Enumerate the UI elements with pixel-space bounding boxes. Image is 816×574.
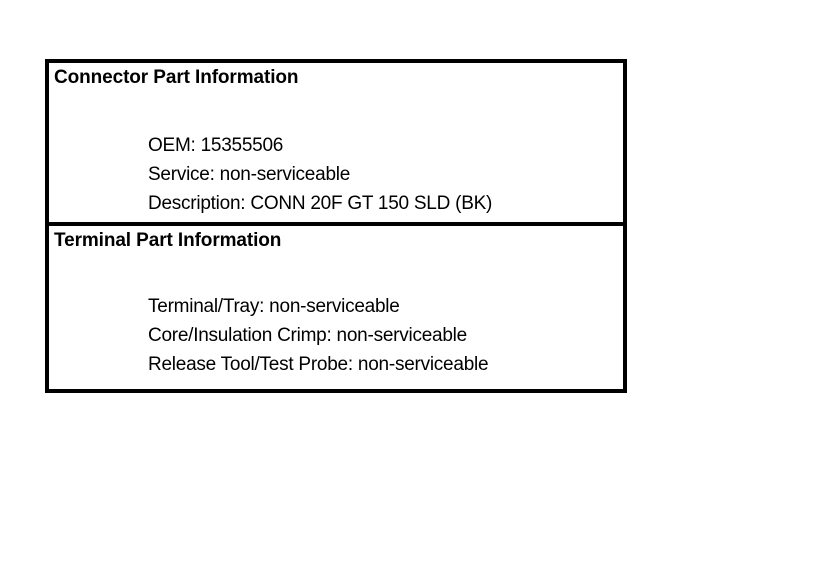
connector-field-oem: OEM: 15355506 bbox=[148, 135, 284, 156]
connector-field-description: Description: CONN 20F GT 150 SLD (BK) bbox=[148, 193, 493, 214]
part-information-panel: Connector Part Information OEM: 15355506… bbox=[45, 59, 627, 393]
terminal-section-title: Terminal Part Information bbox=[54, 230, 282, 251]
connector-part-information-section: Connector Part Information OEM: 15355506… bbox=[49, 63, 623, 226]
terminal-field-terminal-tray: Terminal/Tray: non-serviceable bbox=[148, 296, 400, 317]
terminal-field-list: Terminal/Tray: non-serviceable Core/Insu… bbox=[148, 292, 623, 379]
connector-field-service: Service: non-serviceable bbox=[148, 164, 351, 185]
terminal-field-core-insulation-crimp: Core/Insulation Crimp: non-serviceable bbox=[148, 325, 467, 346]
connector-field-list: OEM: 15355506 Service: non-serviceable D… bbox=[148, 131, 623, 218]
connector-section-title: Connector Part Information bbox=[54, 67, 299, 88]
terminal-part-information-section: Terminal Part Information Terminal/Tray:… bbox=[49, 226, 623, 389]
terminal-field-release-tool-test-probe: Release Tool/Test Probe: non-serviceable bbox=[148, 354, 489, 375]
